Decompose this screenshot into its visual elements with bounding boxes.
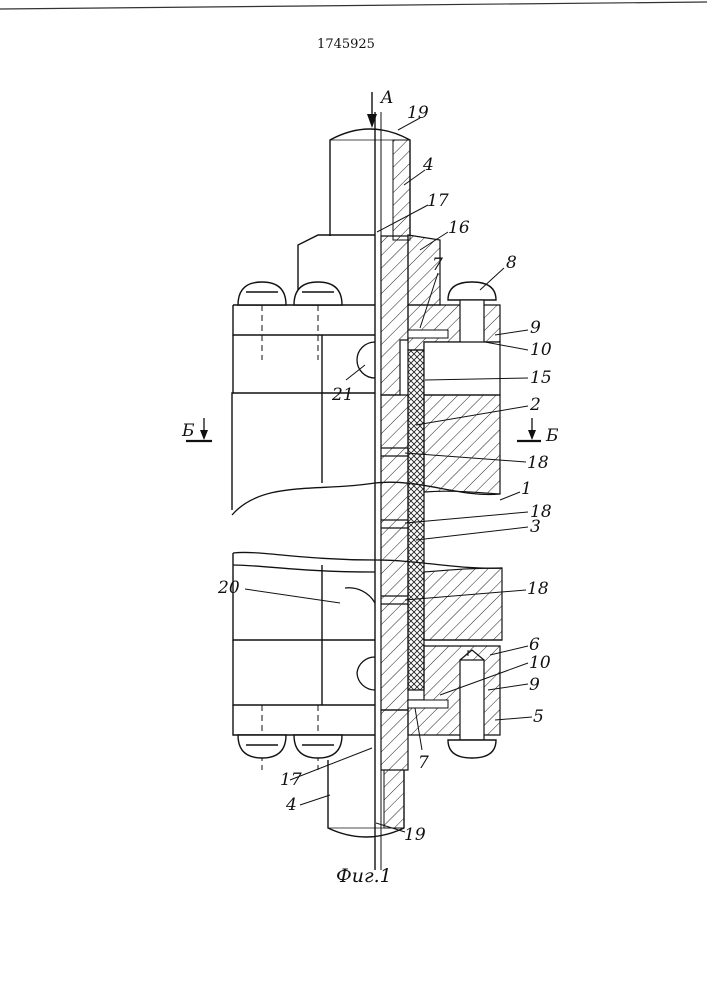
housing-section-lower [424,568,502,640]
callout-19-bottom: 19 [404,825,426,845]
callout-18-c: 18 [527,579,549,599]
shaft-wall-lower [381,710,408,770]
shaft-wall-upper [381,236,408,395]
callout-17-bottom: 17 [280,770,302,790]
screw-body-lower [460,660,484,740]
callout-16: 16 [448,218,470,238]
screw-heads-bottom [238,735,342,758]
section-label-left: Б [181,421,195,441]
section-label-right: Б [545,426,559,446]
callout-10-top: 10 [530,340,552,360]
screw-head-8 [448,282,496,300]
housing-section-upper [424,395,500,494]
bottom-gasket [408,700,448,708]
lower-pipe-wall [384,770,404,828]
callout-17-top: 17 [427,191,449,211]
callout-10-bottom: 10 [529,653,551,673]
patent-number: 1745925 [317,37,375,52]
callout-4-bottom: 4 [285,795,297,815]
top-border-line [0,2,707,9]
shaft-wall-middle [381,395,408,710]
callout-4-top: 4 [422,155,434,175]
side-hole-upper [357,342,375,378]
callout-21: 21 [331,385,354,405]
view-label-a: A [379,88,393,108]
callout-20: 20 [217,578,240,598]
callout-15: 15 [530,368,552,388]
housing-exterior [232,305,375,735]
callout-18-a: 18 [527,453,549,473]
groove-20 [345,588,375,603]
figure-caption: Фиг.1 [336,865,392,887]
callout-7-top: 7 [432,255,443,275]
upper-pipe-wall [393,140,410,240]
section-marker-right [517,418,541,441]
callout-8: 8 [506,253,517,273]
callout-7-bottom: 7 [418,753,429,773]
callout-1: 1 [521,479,532,499]
callout-3: 3 [530,517,541,537]
callout-9-bottom: 9 [529,675,540,695]
callout-6: 6 [529,635,540,655]
top-gasket [408,330,448,338]
screw-head-lower [448,740,496,758]
side-hole-lower [357,657,375,690]
filter-element [408,350,424,690]
callout-19-top: 19 [407,103,429,123]
callout-9-top: 9 [530,318,541,338]
callout-2: 2 [529,395,541,415]
break-line-lower-2 [233,565,375,572]
screw-heads-top [238,282,342,305]
break-line-lower [233,552,502,568]
callout-5: 5 [533,707,544,727]
flange-gap [424,342,500,395]
